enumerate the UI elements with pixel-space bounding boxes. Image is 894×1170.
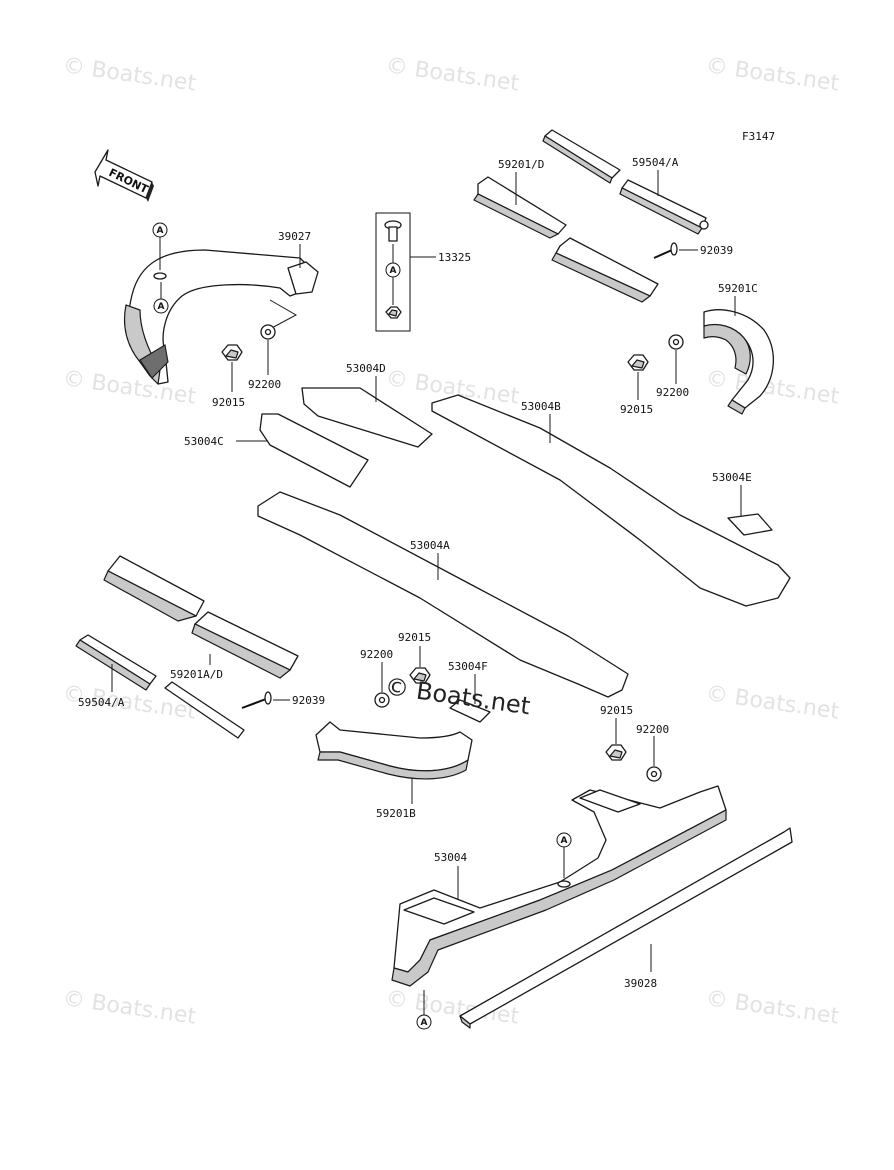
rivet-92039-top: [653, 242, 678, 259]
watermark: © Boats.net: [384, 53, 521, 96]
watermark: © Boats.net: [61, 53, 198, 96]
cover-59201B: [315, 721, 473, 780]
mat-53004A: [257, 491, 629, 698]
part-label-53004B: 53004B: [521, 400, 561, 413]
figure-code: F3147: [742, 130, 775, 143]
mat-53004B: [431, 394, 791, 607]
nut-washer-mid: [374, 646, 431, 708]
mat-53004C: [259, 413, 369, 488]
part-label-92039-top: 92039: [700, 244, 733, 257]
part-label-59504A-bottom: 59504/A: [78, 696, 125, 709]
part-label-59201B: 59201B: [376, 807, 416, 820]
cover-59201AD: [103, 555, 299, 679]
part-label-53004A: 53004A: [410, 539, 450, 552]
front-handle-39027: A A: [123, 222, 319, 385]
part-label-92015-right: 92015: [620, 403, 653, 416]
part-label-59201AD: 59201A/D: [170, 668, 223, 681]
ref-marker: A: [561, 836, 568, 846]
mat-53004D: [301, 387, 433, 448]
pad-53004E: [727, 513, 773, 536]
part-label-13325: 13325: [438, 251, 471, 264]
part-label-53004: 53004: [434, 851, 467, 864]
ref-marker: A: [421, 1018, 428, 1028]
part-label-59201D: 59201/D: [498, 158, 544, 171]
nut-washer-left: [221, 324, 276, 392]
part-label-59504A-top: 59504/A: [632, 156, 679, 169]
part-label-53004D: 53004D: [346, 362, 386, 375]
ref-marker: A: [158, 302, 165, 312]
part-label-39028: 39028: [624, 977, 657, 990]
ref-marker: A: [157, 226, 164, 236]
fastener-kit-13325: A: [375, 212, 411, 332]
part-label-92200-left: 92200: [248, 378, 281, 391]
part-label-92039-bottom: 92039: [292, 694, 325, 707]
strip-59504A-bottom: [75, 634, 245, 739]
nut-washer-low: [605, 718, 662, 782]
part-label-92015-low: 92015: [600, 704, 633, 717]
deck-bumper-53004: A: [391, 785, 727, 987]
front-arrow-icon: FRONT: [94, 149, 154, 202]
nut-washer-right: [627, 334, 684, 400]
watermark: © Boats.net: [704, 681, 841, 724]
part-label-53004C: 53004C: [184, 435, 224, 448]
part-label-92200-right: 92200: [656, 386, 689, 399]
watermark: © Boats.net: [61, 986, 198, 1029]
ref-marker: A: [390, 266, 397, 276]
rear-cover-59201C: [703, 309, 775, 415]
part-label-53004E: 53004E: [712, 471, 752, 484]
part-label-92015-mid: 92015: [398, 631, 431, 644]
part-label-92200-low: 92200: [636, 723, 669, 736]
part-label-92015-left: 92015: [212, 396, 245, 409]
watermark: © Boats.net: [704, 986, 841, 1029]
watermark: © Boats.net: [61, 366, 198, 409]
part-label-39027: 39027: [278, 230, 311, 243]
strip-59504A-top: [619, 179, 709, 235]
part-label-92200-mid: 92200: [360, 648, 393, 661]
rivet-92039-bottom: [241, 691, 272, 709]
side-rail-39028: [459, 827, 793, 1029]
pad-53004F: [449, 699, 491, 723]
part-label-53004F: 53004F: [448, 660, 488, 673]
cover-59201D: [473, 129, 659, 303]
part-label-59201C: 59201C: [718, 282, 758, 295]
watermark-prominent: © Boats.net: [383, 672, 532, 720]
watermark: © Boats.net: [704, 53, 841, 96]
